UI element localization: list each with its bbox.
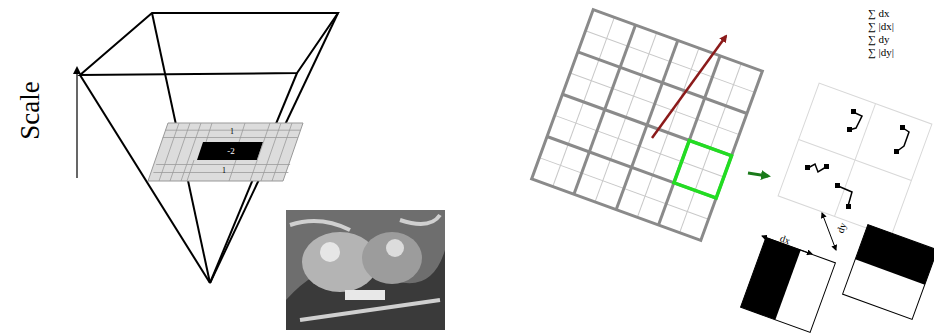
sample-vector — [896, 128, 909, 152]
photo-shape — [362, 232, 422, 284]
grid-line — [153, 172, 288, 173]
wavelet-black — [741, 238, 801, 320]
sample-point — [900, 125, 905, 130]
detail-border — [778, 83, 932, 237]
photo-shape — [386, 239, 404, 257]
grid-line — [239, 123, 245, 142]
photo-shape — [320, 242, 340, 262]
zoom-arrow — [748, 173, 768, 176]
descriptor-sum: ∑ |dx| — [868, 21, 894, 32]
wavelet-black — [855, 225, 934, 285]
filter-center — [197, 142, 263, 160]
sample-point — [805, 165, 810, 170]
filter-weight: 1 — [222, 167, 226, 175]
sample-point — [894, 149, 899, 154]
sample-vector — [838, 186, 852, 206]
example-photo — [286, 210, 445, 330]
sample-point — [851, 109, 856, 114]
coarse-grid — [532, 10, 763, 241]
grid-line — [181, 123, 201, 181]
grid-line — [272, 123, 292, 181]
grid-line — [799, 139, 912, 180]
descriptor-sum: ∑ |dy| — [868, 47, 894, 58]
grid-line — [578, 52, 747, 114]
descriptor-sum: ∑ dx — [868, 8, 890, 19]
haar-wavelet-x — [741, 238, 836, 333]
grid-line — [229, 160, 236, 181]
descriptor-sum: ∑ dy — [868, 34, 890, 45]
subregion-detail — [778, 83, 932, 237]
sample-vectors — [808, 112, 909, 206]
photo-shape — [345, 290, 385, 300]
box-filter — [148, 123, 303, 181]
axis-label: Scale — [16, 81, 43, 139]
pyramid-top — [80, 13, 338, 75]
grid-line — [250, 123, 270, 181]
grid-line — [187, 160, 194, 181]
descriptor-grid — [532, 10, 763, 241]
photo-shape — [290, 215, 440, 320]
grid-border — [532, 10, 763, 241]
sample-point — [847, 127, 852, 132]
sample-point — [846, 204, 851, 209]
grid-line — [170, 123, 190, 181]
grid-line — [163, 137, 298, 138]
sample-points — [805, 109, 905, 209]
grid-line — [261, 123, 281, 181]
orientation-arrow — [652, 36, 726, 138]
sample-point — [824, 164, 829, 169]
highlighted-subregion — [674, 140, 732, 198]
wavelet-frame — [843, 225, 934, 320]
wavelet-frame — [741, 238, 836, 333]
scale-arrow — [76, 68, 77, 178]
dy-arrow — [822, 213, 836, 250]
fine-grid — [532, 10, 763, 241]
grid-line — [159, 123, 179, 181]
filter-grid — [187, 123, 245, 181]
filter-weight: 1 — [230, 128, 234, 136]
wavelet-label: dy — [836, 222, 849, 235]
sample-vector — [808, 164, 826, 172]
filter-weight: -2 — [227, 147, 235, 156]
haar-wavelet-y — [843, 225, 934, 320]
filter-grid — [153, 123, 300, 181]
filter-plane — [148, 123, 303, 181]
sample-point — [835, 183, 840, 188]
detail-grid — [778, 83, 932, 237]
photo-ground — [286, 210, 445, 330]
grid-line — [206, 123, 212, 142]
